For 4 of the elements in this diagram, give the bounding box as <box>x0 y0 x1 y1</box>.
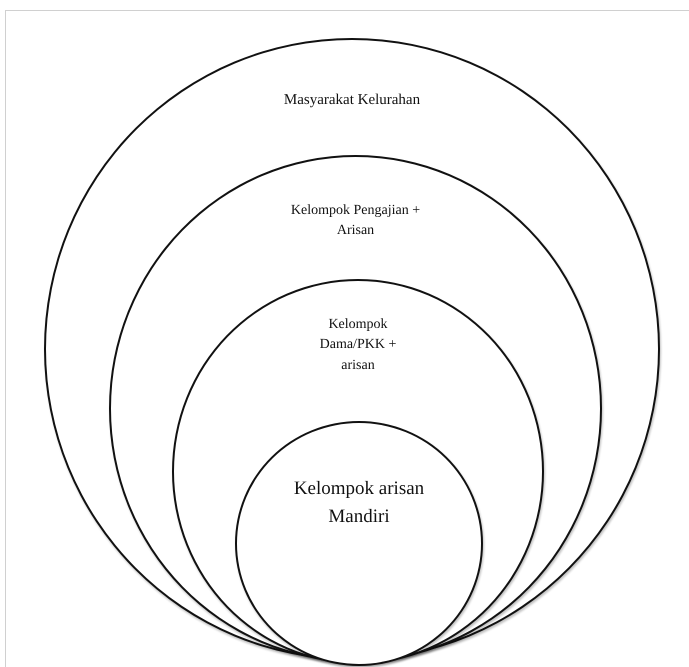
circle-label: Kelompok Dama/PKK + arisan <box>318 316 398 375</box>
circle-label: Kelompok Pengajian + Arisan <box>290 202 422 240</box>
circle-label: Kelompok arisan Mandiri <box>292 477 426 529</box>
circle-label: Masyarakat Kelurahan <box>282 91 422 110</box>
